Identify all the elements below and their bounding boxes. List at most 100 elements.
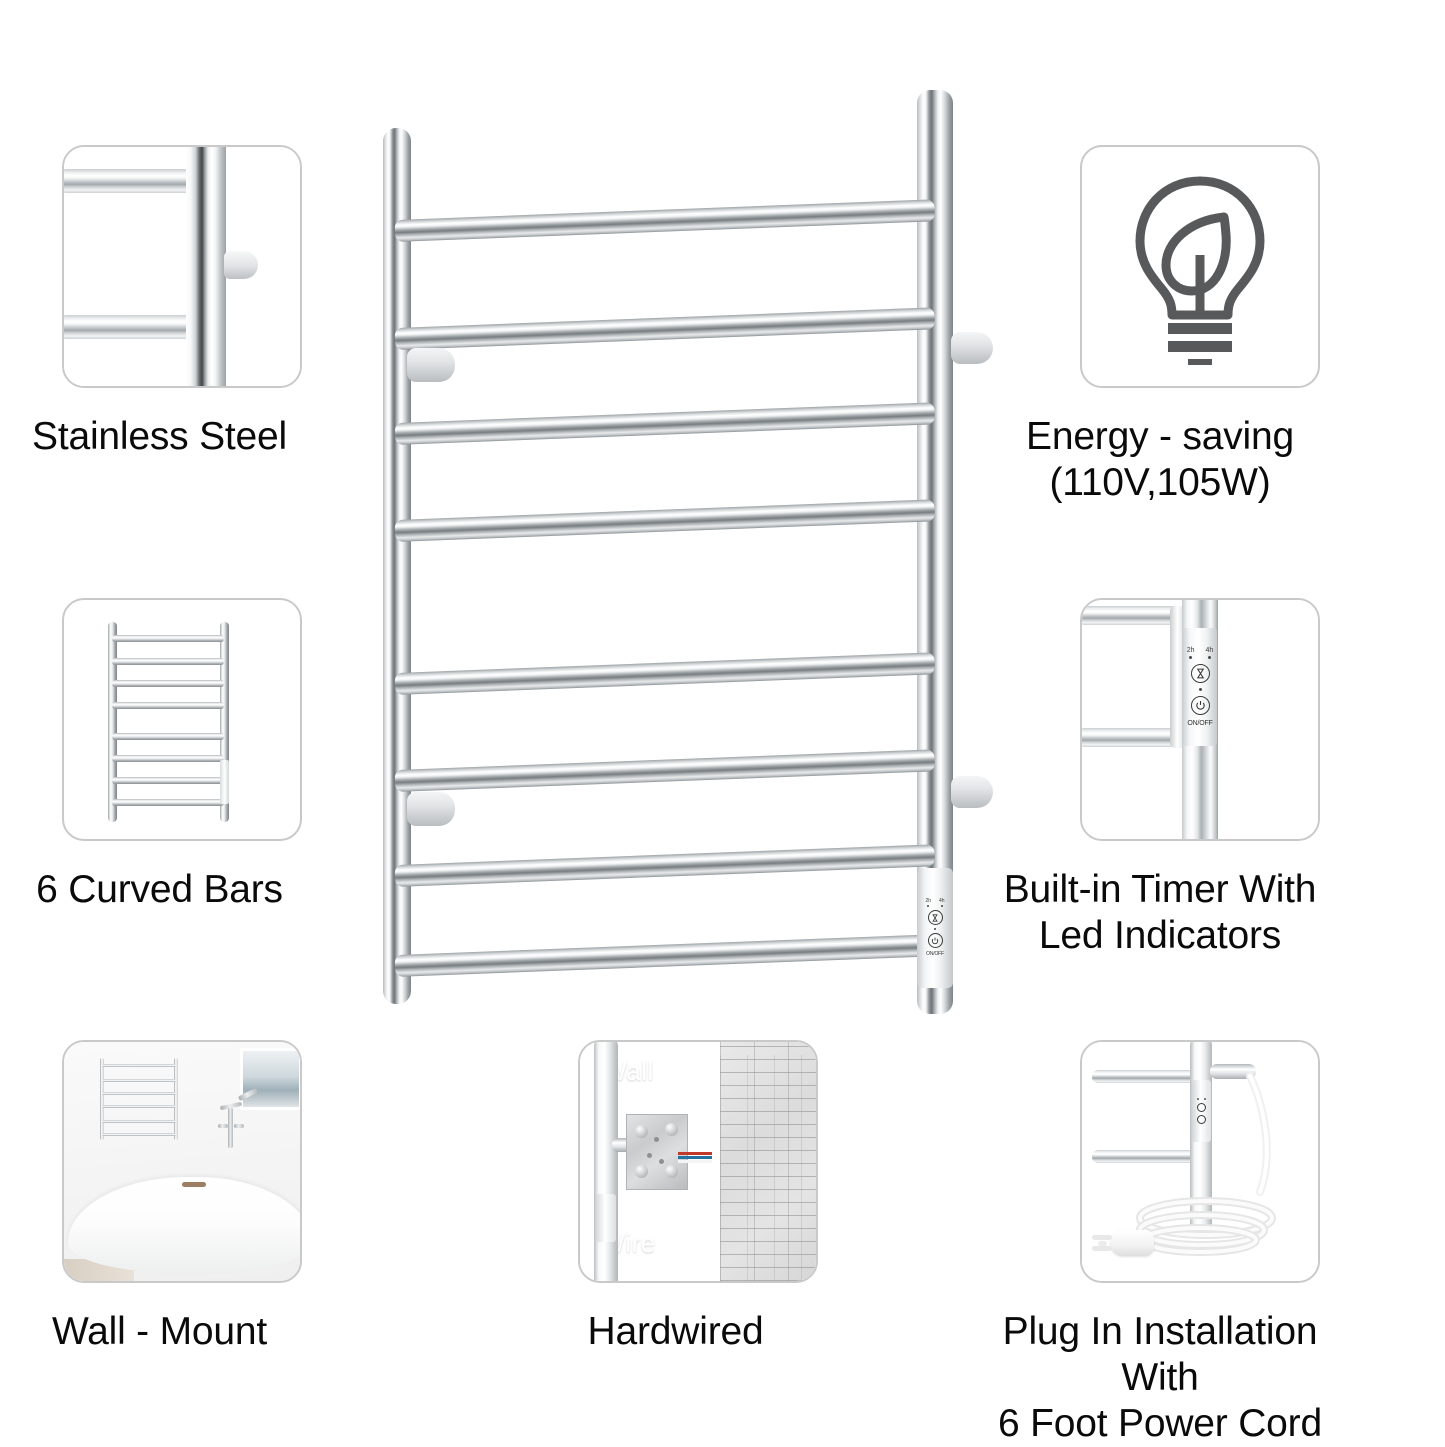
product-image-towel-warmer: 2h 4h ON/OFF xyxy=(355,70,1015,1030)
mini-post-right xyxy=(220,622,229,822)
power-button[interactable] xyxy=(927,933,943,948)
mini-bar-1 xyxy=(112,635,224,642)
plug-body xyxy=(1110,1230,1154,1256)
timer-status-dot xyxy=(934,928,936,930)
tub-drain xyxy=(182,1182,206,1187)
product-bracket-right-lower xyxy=(951,776,993,808)
timer-led-2h: 2h xyxy=(1187,647,1195,659)
timer-led-row: 2h 4h xyxy=(1187,647,1214,659)
hourglass-icon xyxy=(1196,668,1204,679)
led-4h-dot xyxy=(940,905,943,907)
plug-scene-control-module xyxy=(1192,1080,1211,1142)
feature-curved-bars: 6 Curved Bars xyxy=(36,598,302,913)
scene-rack-bar-6 xyxy=(102,1133,176,1136)
led-indicator-row: 2h 4h xyxy=(925,898,945,907)
hardwired-post xyxy=(594,1042,618,1281)
plug-prong-ground xyxy=(1098,1241,1107,1246)
faucet-handle-left xyxy=(218,1124,228,1128)
product-control-panel[interactable]: 2h 4h ON/OFF xyxy=(917,868,953,988)
plate-screw-tr xyxy=(665,1123,678,1136)
scene-rack-bar-1 xyxy=(102,1064,176,1067)
brick-wall-texture xyxy=(720,1042,816,1281)
caption-built-in-timer: Built-in Timer With Led Indicators xyxy=(1003,868,1317,958)
caption-energy-saving: Energy - saving (110V,105W) xyxy=(1026,415,1294,505)
feature-built-in-timer: 2h 4h xyxy=(1004,598,1320,959)
plate-hole-top xyxy=(654,1137,659,1142)
feature-stainless-steel: Stainless Steel xyxy=(32,145,302,460)
lightbulb-leaf-svg xyxy=(1135,176,1265,365)
timer-hourglass-button[interactable] xyxy=(927,910,943,925)
freestanding-bathtub xyxy=(68,1177,300,1273)
plug-scene-bracket xyxy=(1210,1064,1256,1079)
caption-curved-bars: 6 Curved Bars xyxy=(36,868,283,911)
timer-led-4h-label: 4h xyxy=(1205,647,1214,654)
product-bar-1 xyxy=(394,199,936,242)
mini-bar-5 xyxy=(112,733,224,740)
faucet-handheld xyxy=(237,1087,259,1102)
led-2h-label: 2h xyxy=(925,898,931,904)
lightbulb-leaf-icon xyxy=(1082,147,1318,386)
product-left-post xyxy=(383,128,411,1004)
scene-rack-bar-5 xyxy=(102,1120,176,1123)
timer-status-dot xyxy=(1198,688,1202,691)
wire-ground-white xyxy=(678,1160,712,1163)
scene-rack-bar-3 xyxy=(102,1092,176,1095)
timer-hourglass-button[interactable] xyxy=(1190,664,1210,683)
scene-rack-bar-2 xyxy=(102,1079,176,1082)
plug-led-4h-dot xyxy=(1204,1098,1206,1100)
bathroom-scene xyxy=(64,1042,300,1281)
mini-post-left xyxy=(108,622,117,822)
wire-live-red xyxy=(678,1152,712,1155)
led-2h-dot xyxy=(927,905,930,907)
power-button xyxy=(1197,1115,1206,1124)
power-cord-plug xyxy=(1082,1042,1318,1281)
power-icon xyxy=(1195,700,1205,710)
feature-energy-saving: Energy - saving (110V,105W) xyxy=(1026,145,1320,506)
onoff-label: ON/OFF xyxy=(1187,720,1213,727)
hardwired-control-module xyxy=(596,1194,616,1242)
mini-bar-7 xyxy=(112,777,224,784)
timer-hourglass-button xyxy=(1197,1103,1206,1112)
wall-bracket-wiring: Wall Wire xyxy=(580,1042,816,1281)
closeup-post xyxy=(186,147,226,386)
hardwired-card: Wall Wire xyxy=(578,1040,818,1283)
mini-bar-4 xyxy=(112,702,224,709)
power-button[interactable] xyxy=(1190,696,1210,715)
product-bar-8 xyxy=(394,934,936,977)
wire-neutral-blue xyxy=(678,1156,712,1159)
hourglass-icon xyxy=(932,913,938,922)
timer-module[interactable]: 2h 4h xyxy=(1183,628,1217,746)
feature-hardwired: Wall Wire Hardwired xyxy=(578,1040,818,1355)
plug-scene-bar-bottom xyxy=(1092,1150,1200,1163)
plate-screw-tl xyxy=(635,1125,648,1138)
bathtub-faucet xyxy=(214,1087,260,1148)
mini-bar-8 xyxy=(112,799,224,806)
product-bar-5 xyxy=(394,652,936,695)
timer-scene-bar-top xyxy=(1082,606,1188,625)
plug-scene-bar-top xyxy=(1092,1070,1200,1083)
product-bracket-left-lower xyxy=(407,792,455,826)
wall-mount-card xyxy=(62,1040,302,1283)
mini-control-module xyxy=(220,760,229,804)
mounting-plate xyxy=(626,1114,688,1190)
plug-led-2h-dot xyxy=(1197,1098,1199,1100)
timer-led-2h-label: 2h xyxy=(1186,647,1195,654)
caption-stainless-steel: Stainless Steel xyxy=(32,415,287,458)
scene-rack-post-left xyxy=(100,1058,104,1140)
closeup-bar-bottom xyxy=(64,315,208,339)
mini-bar-2 xyxy=(112,658,224,665)
mini-bar-3 xyxy=(112,680,224,687)
stainless-steel-closeup xyxy=(64,147,300,386)
feature-wall-mount: Wall - Mount xyxy=(52,1040,302,1355)
curved-bars-card xyxy=(62,598,302,841)
product-bar-4 xyxy=(394,499,936,542)
built-in-timer-card: 2h 4h xyxy=(1080,598,1320,841)
plug-prong-lower xyxy=(1092,1246,1112,1251)
product-bar-6 xyxy=(394,749,936,792)
product-bar-2 xyxy=(394,307,936,350)
plug-prong-upper xyxy=(1092,1235,1112,1240)
timer-led-4h: 4h xyxy=(1205,647,1214,659)
caption-plug-in: Plug In Installation With 6 Foot Power C… xyxy=(998,1310,1322,1446)
timer-scene-bar-bottom xyxy=(1082,728,1188,747)
led-4h: 4h xyxy=(939,899,945,907)
